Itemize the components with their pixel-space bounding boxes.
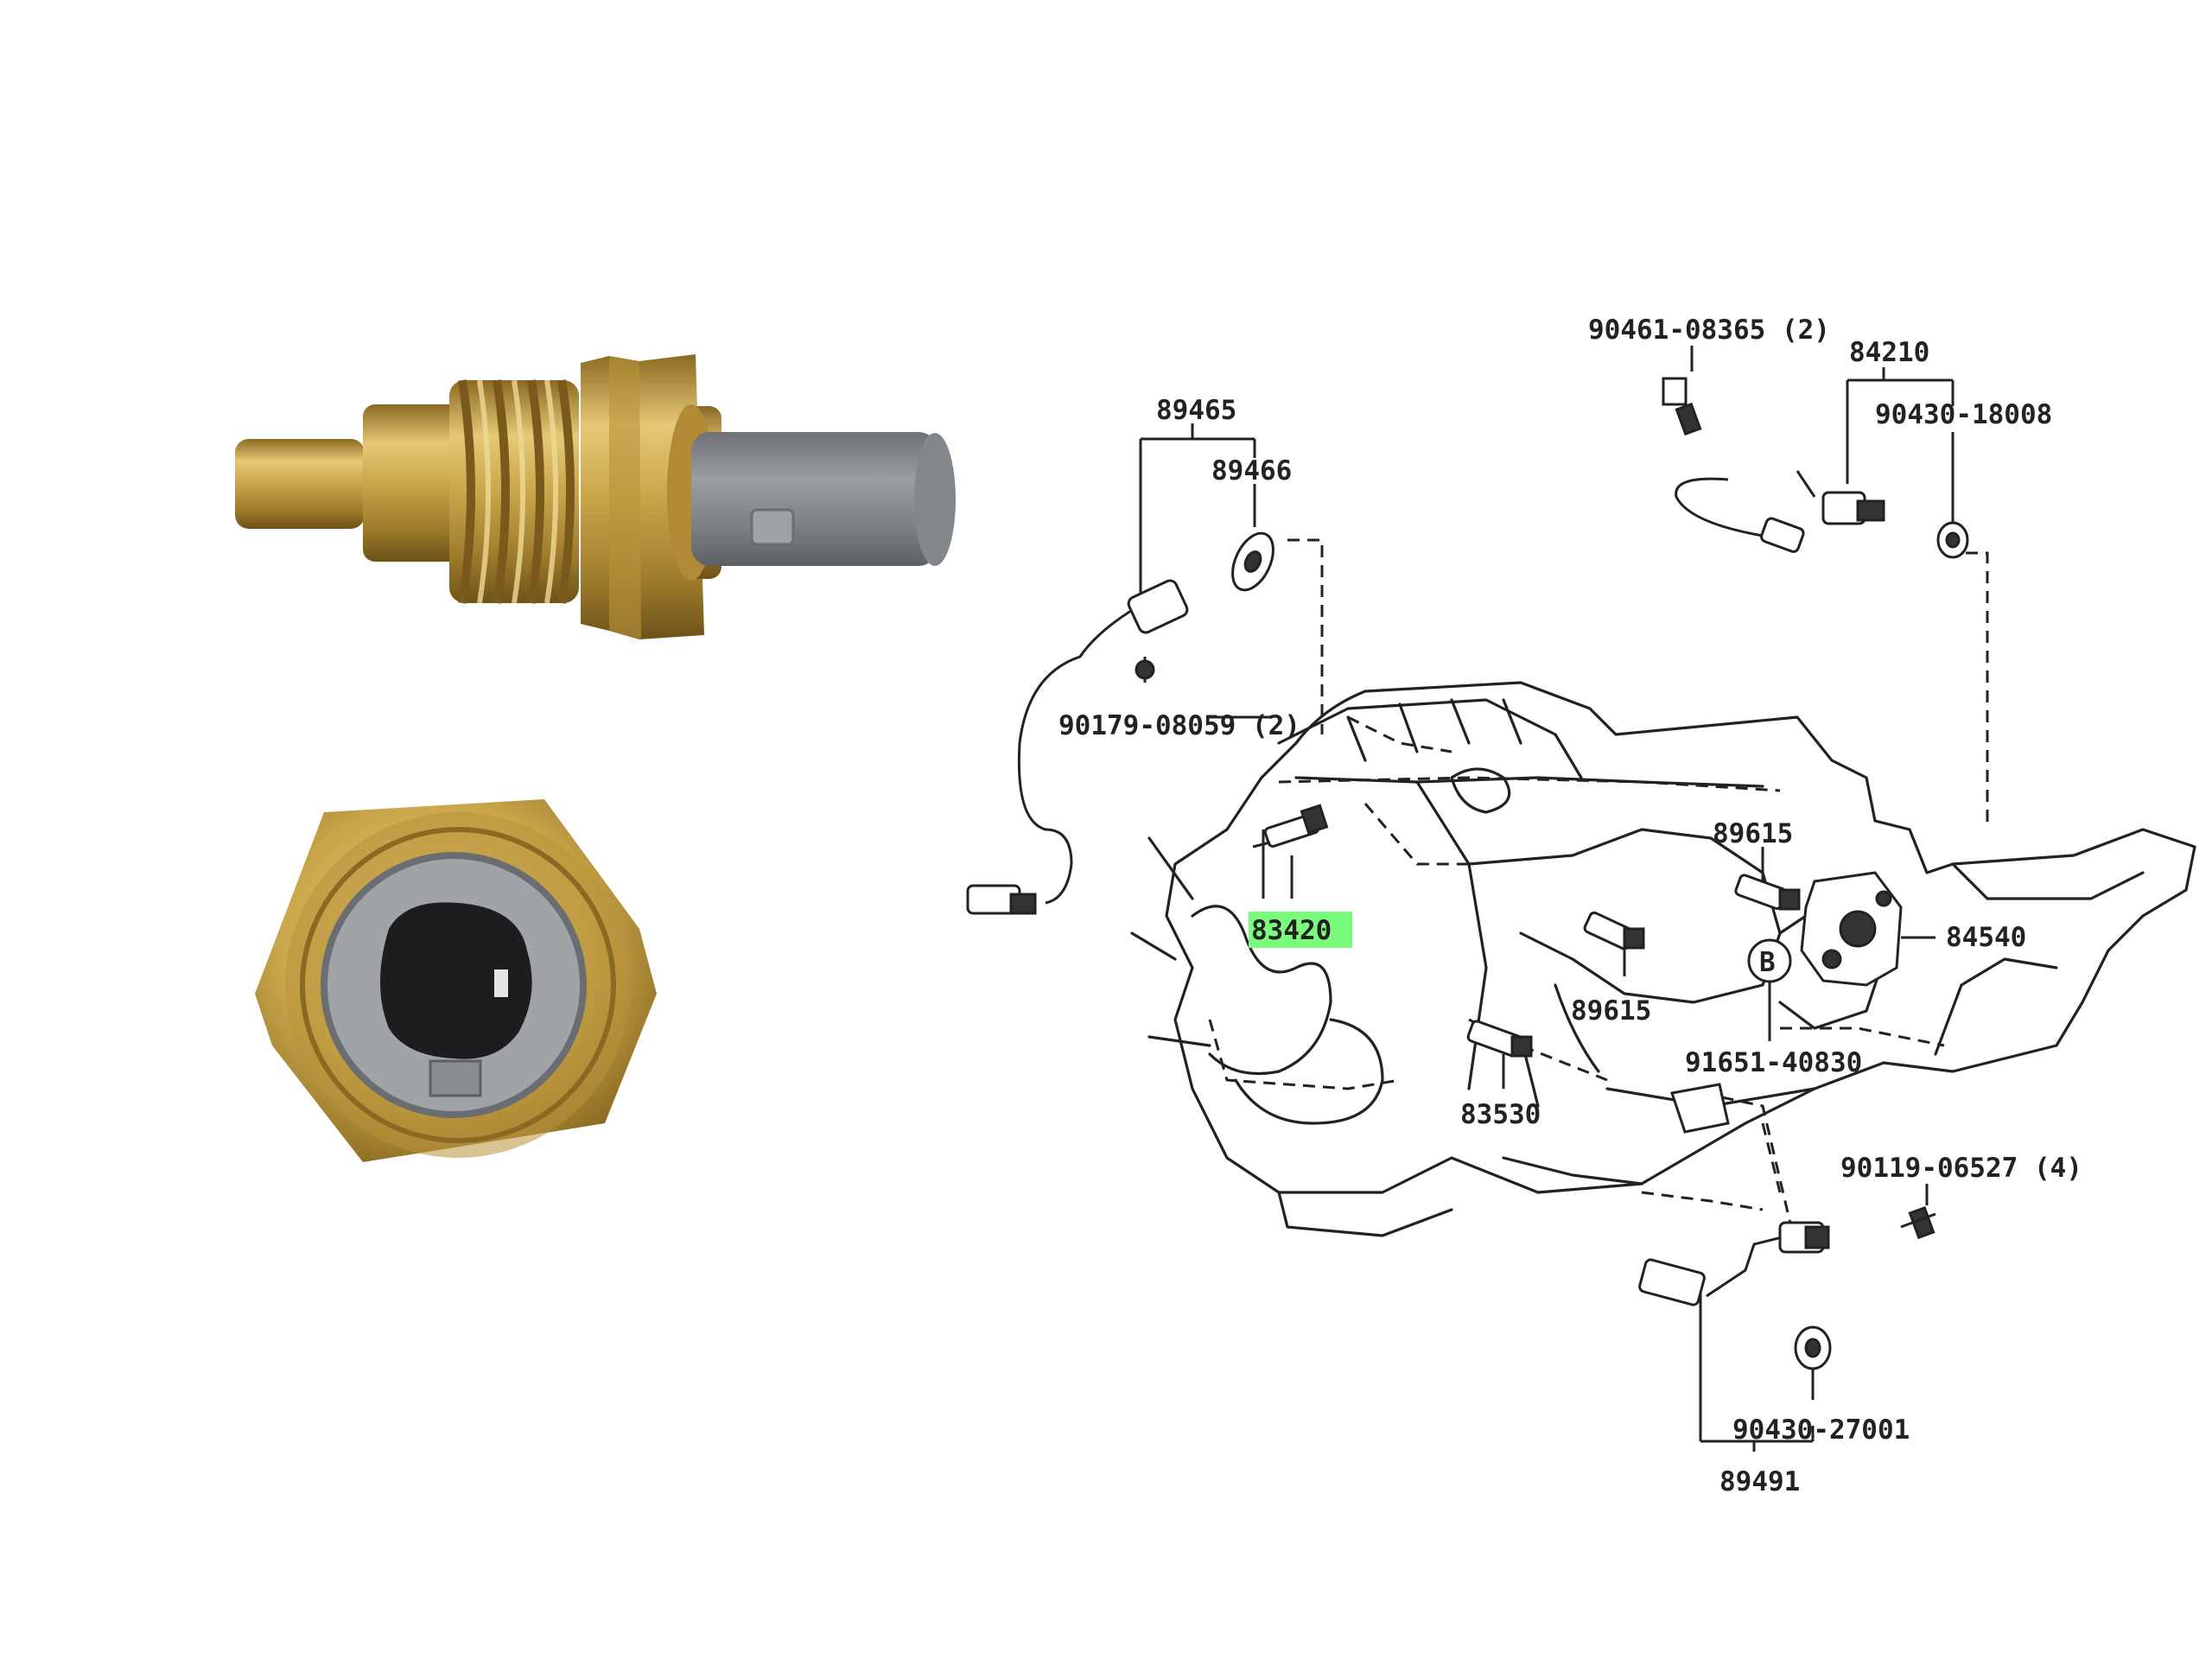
label-90430-27001: 90430-27001	[1732, 1414, 1910, 1446]
label-89615-upper: 89615	[1713, 818, 1793, 849]
part-solenoid-84540[interactable]	[1800, 871, 1903, 987]
part-sensor-89615-upper[interactable]	[1734, 874, 1801, 911]
label-83530: 83530	[1460, 1099, 1541, 1130]
part-sensor-89491[interactable]	[1638, 1221, 1830, 1306]
engine-dashed-lines	[1208, 715, 1945, 1211]
callout-b-circle	[1747, 938, 1792, 983]
leader-lines	[1139, 346, 1955, 1452]
part-gasket-89466[interactable]	[1224, 527, 1281, 596]
label-89466: 89466	[1211, 455, 1292, 486]
label-89615-lower: 89615	[1571, 995, 1651, 1027]
grey-connector	[691, 432, 938, 566]
label-83420: 83420	[1251, 915, 1332, 946]
part-bracket-91651[interactable]	[1670, 1083, 1730, 1134]
label-90430-18008: 90430-18008	[1875, 399, 2052, 430]
part-nut-90430-27001[interactable]	[1794, 1325, 1832, 1370]
part-nut-90430-18008[interactable]	[1936, 521, 1969, 559]
part-sensor-84210[interactable]	[1675, 470, 1885, 553]
label-90119-06527: 90119-06527 (4)	[1840, 1153, 2082, 1184]
label-89465: 89465	[1156, 395, 1236, 426]
label-90179-08059: 90179-08059 (2)	[1058, 710, 1300, 741]
label-91651-40830: 91651-40830	[1685, 1047, 1862, 1078]
label-b: B	[1759, 947, 1776, 978]
label-84210: 84210	[1849, 337, 1929, 368]
collar	[363, 404, 467, 562]
sensor-end-photo	[255, 799, 657, 1162]
sensor-side-photo	[235, 354, 956, 639]
part-sensor-89465[interactable]	[966, 578, 1189, 915]
part-sensor-89615-lower[interactable]	[1583, 911, 1645, 950]
connector-pin	[494, 969, 508, 997]
connector-socket	[380, 902, 532, 1059]
connector-latch	[750, 508, 795, 546]
part-sensor-83530[interactable]	[1466, 1020, 1533, 1058]
part-sensor-83420[interactable]	[1252, 804, 1329, 849]
threads	[449, 379, 579, 604]
label-89491: 89491	[1719, 1466, 1800, 1497]
part-bolt-90119[interactable]	[1900, 1205, 1936, 1240]
highlight-83420	[1249, 912, 1352, 948]
parts-diagram: 90461-08365 (2) 84210 90430-18008 89465 …	[966, 315, 2196, 1497]
label-84540: 84540	[1946, 922, 2026, 953]
label-90461-08365: 90461-08365 (2)	[1588, 315, 1830, 346]
probe-tip	[235, 439, 365, 529]
part-bolt-90461[interactable]	[1662, 377, 1702, 436]
